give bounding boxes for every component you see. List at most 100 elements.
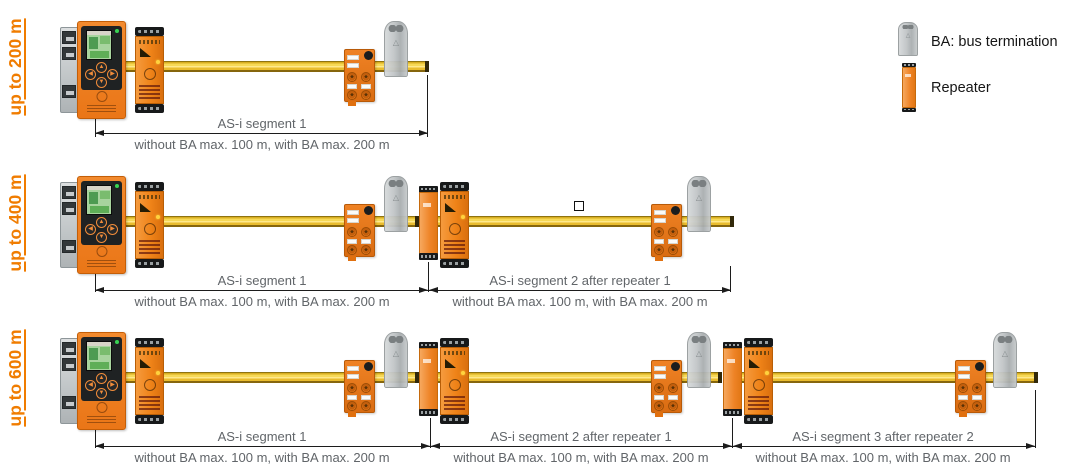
label-strip	[347, 374, 359, 379]
repeater-body	[419, 191, 438, 255]
termination-contacts	[388, 179, 404, 188]
power-supply-body	[135, 346, 164, 416]
dimension-tick	[730, 266, 731, 292]
segment-title: AS-i segment 3 after repeater 2	[792, 429, 974, 444]
ethernet-port-icon	[62, 31, 76, 44]
asi-power-supply-device	[135, 27, 164, 113]
asi-flat-module-device	[344, 204, 375, 261]
m12-port-icon	[972, 401, 982, 411]
termination-contacts	[388, 335, 404, 344]
terminal-cap	[744, 338, 773, 348]
m12-port-icon	[668, 383, 678, 393]
legend-ba-label: BA: bus termination	[931, 34, 1058, 50]
m12-port-icon	[347, 245, 357, 255]
terminal-cap	[723, 409, 742, 416]
power-led	[461, 370, 465, 375]
module-foot	[959, 412, 967, 417]
segment-note: without BA max. 100 m, with BA max. 200 …	[755, 450, 1011, 465]
terminal-cap	[723, 342, 742, 349]
power-led	[156, 59, 160, 64]
segment-note: without BA max. 100 m, with BA max. 200 …	[452, 294, 708, 309]
empty-module-marker	[574, 201, 584, 211]
arrow-left-button-icon	[85, 380, 96, 391]
m12-port-icon	[347, 401, 357, 411]
m12-port-icon	[654, 245, 664, 255]
terminal-cap	[440, 258, 469, 268]
label-strip	[347, 84, 357, 89]
ifm-logo-icon	[448, 222, 461, 235]
gateway-display-panel	[81, 26, 122, 90]
label-strip	[654, 366, 666, 371]
round-connector-icon	[671, 206, 680, 215]
warning-triangle-icon	[140, 47, 151, 57]
label-strip	[668, 239, 678, 244]
triangle-mark-icon	[899, 33, 917, 39]
product-label	[139, 84, 160, 99]
segment-title: AS-i segment 1	[217, 116, 307, 131]
arrow-up-button-icon	[96, 217, 107, 228]
terminal-cap	[419, 342, 438, 349]
m12-port-icon	[361, 90, 371, 100]
repeater-device	[419, 186, 438, 260]
gateway-display-panel	[81, 337, 122, 401]
ifm-logo-icon	[143, 222, 156, 235]
asi-power-supply-device	[440, 182, 469, 268]
label-strip	[654, 218, 666, 223]
terminal-cap	[419, 409, 438, 416]
dimension-tick	[427, 75, 428, 137]
module-foot	[348, 256, 356, 261]
power-led	[156, 370, 160, 375]
power-supply-body	[440, 346, 469, 416]
arrow-down-button-icon	[96, 388, 107, 399]
m12-port-icon	[361, 401, 371, 411]
ifm-logo-icon	[752, 378, 765, 391]
label-strip	[654, 374, 666, 379]
warning-triangle-icon	[445, 358, 456, 368]
asi-gateway-device	[60, 332, 130, 430]
warning-triangle-icon	[140, 202, 151, 212]
power-supply-body	[135, 35, 164, 105]
label-strip	[347, 210, 359, 215]
asi-flat-module-device	[344, 360, 375, 417]
arrow-right-button-icon	[107, 380, 118, 391]
status-led	[115, 340, 119, 344]
terminal-cap	[440, 414, 469, 424]
terminal-cap	[419, 186, 438, 193]
arrow-right-button-icon	[107, 69, 118, 80]
product-label	[748, 395, 769, 410]
repeater-body	[723, 347, 742, 411]
dimension-tick	[1035, 390, 1036, 448]
terminal-cap	[135, 27, 164, 37]
m12-port-icon	[654, 227, 664, 237]
asi-flat-cable	[116, 216, 419, 227]
dimension-tick	[95, 266, 96, 292]
m12-port-icon	[668, 245, 678, 255]
power-led	[461, 214, 465, 219]
warning-triangle-icon	[749, 358, 760, 368]
gateway-front-panel	[77, 21, 126, 119]
asi-flat-module-device	[651, 204, 682, 261]
product-label	[139, 395, 160, 410]
terminal-cap	[440, 338, 469, 348]
round-connector-icon	[975, 362, 984, 371]
label-row	[443, 194, 466, 199]
label-row	[138, 350, 161, 355]
row-label-400m: up to 400 m	[5, 174, 25, 272]
m12-port-icon	[347, 72, 357, 82]
arrow-up-button-icon	[96, 62, 107, 73]
dimension-arrow	[95, 442, 430, 449]
bus-termination-device	[687, 332, 711, 388]
row-label-600m: up to 600 m	[5, 329, 25, 427]
label-row	[138, 39, 161, 44]
terminal-cap	[135, 182, 164, 192]
label-strip	[654, 395, 664, 400]
ethernet-port-icon	[62, 342, 76, 355]
label-strip	[347, 395, 357, 400]
label-strip	[361, 84, 371, 89]
dimension-tick	[95, 111, 96, 137]
ifm-logo-icon	[96, 91, 107, 102]
m12-port-icon	[361, 227, 371, 237]
asi-flat-module-device	[651, 360, 682, 417]
gateway-front-panel	[77, 332, 126, 430]
